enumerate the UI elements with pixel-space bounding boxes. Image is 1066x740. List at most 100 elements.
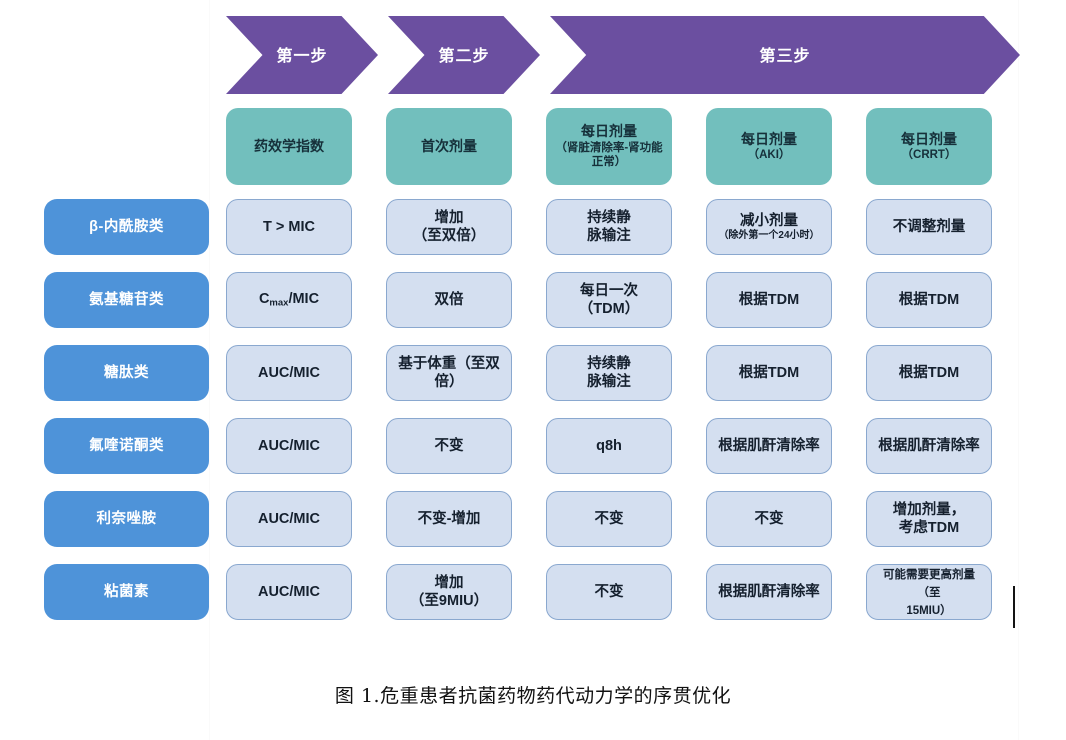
cell-text: 基于体重（至双 bbox=[398, 355, 500, 372]
cell-glycopeptides-daily-normal: 持续静 脉输注 bbox=[546, 345, 672, 401]
column-header-first-dose: 首次剂量 bbox=[386, 108, 512, 185]
cell-aminoglycosides-daily-crrt: 根据TDM bbox=[866, 272, 992, 328]
cell-fluoroquinolones-daily-crrt: 根据肌酐清除率 bbox=[866, 418, 992, 474]
cell-fluoroquinolones-daily-aki: 根据肌酐清除率 bbox=[706, 418, 832, 474]
cell-text: 不变 bbox=[434, 437, 464, 454]
row-gap bbox=[44, 328, 1026, 345]
cell-text: q8h bbox=[596, 437, 622, 454]
step-arrow-band: 第一步 第二步 第三步 bbox=[226, 16, 1020, 94]
matrix-header-row: 药效学指数 首次剂量 每日剂量 （肾脏清除率-肾功能正常） 每日剂量 （AKI） bbox=[44, 108, 1026, 185]
cell-linezolid-pd-index: AUC/MIC bbox=[226, 491, 352, 547]
step-arrow-2-label: 第二步 bbox=[438, 48, 490, 65]
cell-beta-lactams-daily-aki: 减小剂量 （除外第一个24小时） bbox=[706, 199, 832, 255]
step-arrow-1: 第一步 bbox=[226, 16, 378, 94]
row-gap bbox=[44, 401, 1026, 418]
step-arrow-2: 第二步 bbox=[388, 16, 540, 94]
row-gap bbox=[44, 255, 1026, 272]
row-category-linezolid: 利奈唑胺 bbox=[44, 491, 209, 547]
table-row: β-内酰胺类 T > MIC 增加 （至双倍） 持续静 脉输注 减小剂量 bbox=[44, 199, 1026, 255]
cell-subtext: （TDM） bbox=[578, 301, 640, 317]
row-category-fluoroquinolones: 氟喹诺酮类 bbox=[44, 418, 209, 474]
cell-text: 双倍 bbox=[434, 291, 464, 308]
column-header-daily-dose-normal-renal-sub: （肾脏清除率-肾功能正常） bbox=[555, 141, 663, 169]
cell-subtext: （至双倍） bbox=[412, 228, 486, 244]
row-category-aminoglycosides: 氨基糖苷类 bbox=[44, 272, 209, 328]
cell-text: 根据TDM bbox=[898, 291, 960, 308]
page-margin-right bbox=[1018, 0, 1019, 740]
cell-text: 根据肌酐清除率 bbox=[718, 583, 820, 600]
cell-subtext: 15MIU） bbox=[906, 605, 952, 618]
table-row: 氨基糖苷类 Cmax/MIC 双倍 每日一次 （TDM） 根据TDM 根据TDM bbox=[44, 272, 1026, 328]
cell-text: 根据肌酐清除率 bbox=[718, 437, 820, 454]
page-margin-left bbox=[209, 0, 210, 740]
column-header-daily-dose-normal-renal-title: 每日剂量 bbox=[581, 123, 637, 140]
cell-beta-lactams-daily-crrt: 不调整剂量 bbox=[866, 199, 992, 255]
row-category-glycopeptides: 糖肽类 bbox=[44, 345, 209, 401]
cell-subtext: 脉输注 bbox=[587, 228, 631, 244]
cell-text: 增加 bbox=[434, 574, 464, 591]
cell-beta-lactams-pd-index: T > MIC bbox=[226, 199, 352, 255]
table-row: 粘菌素 AUC/MIC 增加 （至9MIU） 不变 根据肌酐清除率 可能需要更高… bbox=[44, 564, 1026, 620]
cell-text: 根据TDM bbox=[738, 291, 800, 308]
cell-text: 每日一次 bbox=[579, 282, 638, 299]
row-category-beta-lactams: β-内酰胺类 bbox=[44, 199, 209, 255]
cell-colistin-first-dose: 增加 （至9MIU） bbox=[386, 564, 512, 620]
cell-text: AUC/MIC bbox=[257, 583, 321, 600]
column-header-daily-dose-aki-title: 每日剂量 bbox=[741, 130, 797, 147]
cell-text: 持续静 bbox=[587, 355, 631, 372]
cell-text: 不变 bbox=[754, 510, 784, 527]
cell-text: 增加 bbox=[434, 209, 464, 226]
step-arrow-1-label: 第一步 bbox=[276, 48, 328, 65]
cell-colistin-pd-index: AUC/MIC bbox=[226, 564, 352, 620]
header-row-gap bbox=[44, 185, 1026, 199]
header-corner-spacer bbox=[44, 108, 209, 185]
cell-text: 根据肌酐清除率 bbox=[878, 437, 980, 454]
step-arrow-3: 第三步 bbox=[550, 16, 1020, 94]
cell-aminoglycosides-pd-index: Cmax/MIC bbox=[226, 272, 352, 328]
column-header-pd-index-title: 药效学指数 bbox=[254, 137, 324, 154]
column-header-daily-dose-crrt: 每日剂量 （CRRT） bbox=[866, 108, 992, 185]
step-arrow-3-label: 第三步 bbox=[759, 48, 811, 65]
cell-text: 不调整剂量 bbox=[892, 218, 966, 235]
cell-text: 增加剂量， bbox=[892, 501, 966, 518]
cell-text: 不变-增加 bbox=[417, 510, 481, 527]
cell-aminoglycosides-first-dose: 双倍 bbox=[386, 272, 512, 328]
cell-glycopeptides-pd-index: AUC/MIC bbox=[226, 345, 352, 401]
cell-fluoroquinolones-first-dose: 不变 bbox=[386, 418, 512, 474]
cell-text: 不变 bbox=[594, 510, 624, 527]
cell-text: AUC/MIC bbox=[257, 510, 321, 527]
cell-note: （除外第一个24小时） bbox=[718, 229, 820, 241]
cell-subtext: 脉输注 bbox=[587, 374, 631, 390]
cell-fluoroquinolones-daily-normal: q8h bbox=[546, 418, 672, 474]
cell-beta-lactams-daily-normal: 持续静 脉输注 bbox=[546, 199, 672, 255]
cell-subtext: 考虑TDM bbox=[898, 520, 960, 536]
column-header-daily-dose-aki: 每日剂量 （AKI） bbox=[706, 108, 832, 185]
cell-text: 根据TDM bbox=[738, 364, 800, 381]
cell-aminoglycosides-daily-normal: 每日一次 （TDM） bbox=[546, 272, 672, 328]
cell-linezolid-daily-normal: 不变 bbox=[546, 491, 672, 547]
cell-glycopeptides-first-dose: 基于体重（至双 倍） bbox=[386, 345, 512, 401]
column-header-daily-dose-normal-renal: 每日剂量 （肾脏清除率-肾功能正常） bbox=[546, 108, 672, 185]
antibiotic-dosing-matrix: 药效学指数 首次剂量 每日剂量 （肾脏清除率-肾功能正常） 每日剂量 （AKI） bbox=[44, 108, 1026, 620]
cell-beta-lactams-first-dose: 增加 （至双倍） bbox=[386, 199, 512, 255]
table-row: 氟喹诺酮类 AUC/MIC 不变 q8h 根据肌酐清除率 根据肌酐清除率 bbox=[44, 418, 1026, 474]
cell-text: T > MIC bbox=[263, 218, 315, 235]
cell-text: 不变 bbox=[594, 583, 624, 600]
cell-fluoroquinolones-pd-index: AUC/MIC bbox=[226, 418, 352, 474]
cell-text: 持续静 bbox=[587, 209, 631, 226]
cell-linezolid-daily-aki: 不变 bbox=[706, 491, 832, 547]
row-category-colistin: 粘菌素 bbox=[44, 564, 209, 620]
column-header-pd-index: 药效学指数 bbox=[226, 108, 352, 185]
cmax-subscript: max bbox=[269, 297, 289, 309]
cell-colistin-daily-crrt: 可能需要更高剂量（至 15MIU） bbox=[866, 564, 992, 620]
column-header-daily-dose-crrt-title: 每日剂量 bbox=[901, 130, 957, 147]
cell-colistin-daily-normal: 不变 bbox=[546, 564, 672, 620]
cell-glycopeptides-daily-crrt: 根据TDM bbox=[866, 345, 992, 401]
cell-aminoglycosides-daily-aki: 根据TDM bbox=[706, 272, 832, 328]
column-header-first-dose-title: 首次剂量 bbox=[421, 137, 477, 154]
cell-linezolid-first-dose: 不变-增加 bbox=[386, 491, 512, 547]
table-row: 糖肽类 AUC/MIC 基于体重（至双 倍） 持续静 脉输注 根据TDM bbox=[44, 345, 1026, 401]
cell-linezolid-daily-crrt: 增加剂量， 考虑TDM bbox=[866, 491, 992, 547]
text-cursor bbox=[1013, 586, 1015, 628]
cell-colistin-daily-aki: 根据肌酐清除率 bbox=[706, 564, 832, 620]
